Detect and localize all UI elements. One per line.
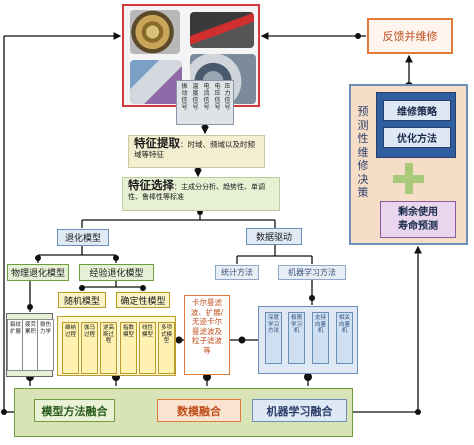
random-model-node: 随机模型: [58, 292, 106, 308]
ml-item: 支持向量机: [312, 312, 329, 364]
model-method-fusion: 模型方法融合: [34, 399, 115, 422]
signal-temperature: 温度信号: [192, 83, 199, 111]
machine-learning-fusion: 机器学习融合: [252, 399, 347, 422]
deterministic-item: 多项式模型: [158, 322, 175, 374]
machine-learning-methods-node: 机器学习方法: [278, 265, 346, 280]
feature-extraction-title: 特征提取: [134, 136, 180, 150]
optimization-method: 优化方法: [383, 127, 451, 148]
robot-arm-image: [130, 60, 182, 104]
deterministic-item: 线性模型: [139, 322, 156, 374]
data-driven-node: 数据驱动: [246, 228, 302, 245]
deterministic-item: 指数模型: [120, 322, 137, 374]
random-item: 维纳过程: [62, 322, 79, 374]
predictive-maintenance-title: 预测性维修决策: [357, 105, 369, 199]
remaining-useful-life-prediction: 剩余使用 寿命预测: [380, 201, 456, 238]
ml-item: 深度学习方法: [265, 312, 282, 364]
statistical-methods-node: 统计方法: [215, 265, 259, 280]
equipment-image-panel: [122, 4, 260, 107]
feature-selection-title: 特征选择: [128, 178, 174, 192]
bearing-image: [130, 10, 180, 54]
feature-extraction-box: 特征提取：时域、频域以及时频域等特征: [128, 135, 265, 168]
signal-current: 电流信号: [203, 83, 210, 111]
feature-selection-box: 特征选择：主成分分析、趋势性、单调性、鲁棒性等标准: [122, 177, 280, 211]
machine-learning-methods-group: 深度学习方法 极限学习机 支持向量机 相关向量机: [258, 306, 358, 374]
feature-extraction-desc: ：时域、频域以及时频域等特征: [134, 140, 255, 159]
signal-voltage: 电压信号: [214, 83, 221, 111]
deterministic-model-node: 确定性模型: [116, 292, 170, 308]
degradation-model-node: 退化模型: [57, 229, 109, 246]
physical-degradation-model-node: 物理退化模型: [7, 264, 69, 281]
sensor-signals-box: 振动信号 温度信号 电流信号 电压信号 压力信号: [176, 80, 234, 125]
empirical-methods-group: 维纳过程 伽马过程 逆高斯过程 指数模型 线性模型 多项式模型: [57, 316, 176, 376]
kalman-filter-box: 卡尔曼滤波、扩展/无迹卡尔曼滤波及粒子滤波等: [184, 295, 230, 375]
ml-item: 相关向量机: [336, 312, 353, 364]
strategy-group: 维修策略 优化方法: [376, 92, 456, 158]
rul-line2: 寿命预测: [398, 220, 438, 232]
signal-vibration: 振动信号: [181, 83, 188, 111]
signal-pressure: 压力信号: [224, 83, 231, 111]
feature-selection-desc: ：主成分分析、趋势性、单调性、鲁棒性等标准: [128, 183, 265, 201]
random-item: 伽马过程: [81, 322, 98, 374]
battery-module-image: [190, 12, 254, 48]
random-item: 逆高斯过程: [100, 322, 117, 374]
rul-line1: 剩余使用: [398, 206, 438, 218]
fusion-bar: 模型方法融合 数模融合 机器学习融合: [14, 388, 353, 437]
feedback-and-maintenance: 反馈并维修: [367, 18, 453, 54]
physical-item: 损伤力学: [37, 319, 54, 371]
ml-item: 极限学习机: [288, 312, 305, 364]
plus-icon: [405, 163, 413, 194]
physical-methods-group: 裂纹扩展 疲劳累积 损伤力学: [6, 313, 54, 377]
maintenance-strategy: 维修策略: [383, 100, 451, 121]
data-model-fusion: 数模融合: [157, 399, 241, 422]
physical-item: 疲劳累积: [22, 319, 39, 371]
empirical-degradation-model-node: 经验退化模型: [79, 264, 154, 281]
